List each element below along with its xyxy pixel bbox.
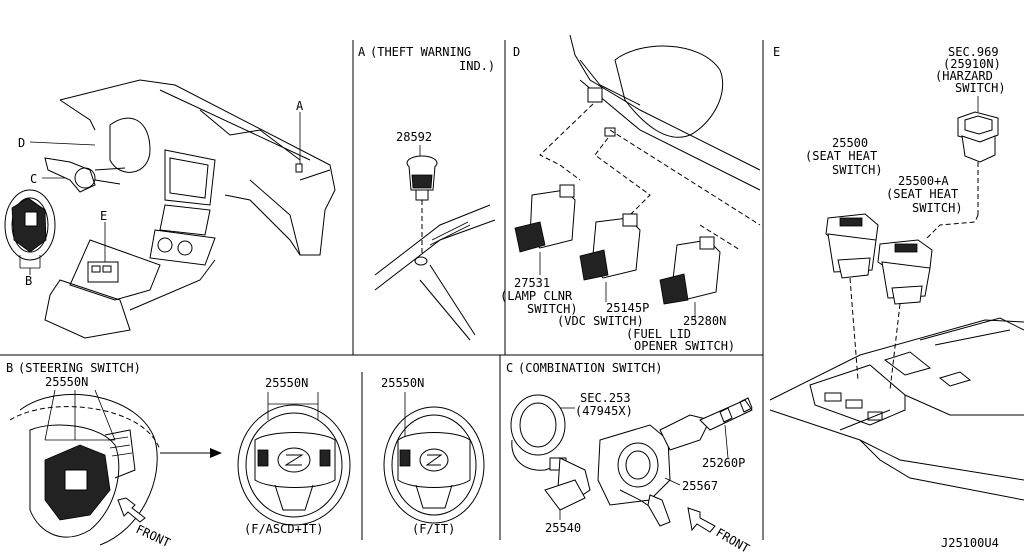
callout-a: A <box>296 99 304 113</box>
lamp-cleaner-switch-desc-2: SWITCH) <box>527 302 578 316</box>
steering-front-label: FRONT <box>134 522 173 550</box>
variant-ascd-label: (F/ASCD+IT) <box>244 522 323 536</box>
panel-a-part: 28592 <box>396 130 432 144</box>
seat-heat-switch-desc: (SEAT HEAT <box>805 149 877 163</box>
panel-a-letter: A <box>358 45 366 59</box>
panel-borders <box>0 40 764 540</box>
seat-heat-switch-a-desc: (SEAT HEAT <box>886 187 958 201</box>
fuel-lid-switch-part: 25280N <box>683 314 726 328</box>
steering-wheel-ascd-drawing <box>237 392 351 526</box>
fuel-lid-switch-desc-2: OPENER SWITCH) <box>634 339 735 353</box>
steering-switch-part: 25550N <box>45 375 88 389</box>
steering-wheel-detail-drawing <box>9 389 222 546</box>
callout-b: B <box>25 274 32 288</box>
theft-warning-indicator-drawing <box>374 145 496 341</box>
wiper-switch-part: 25260P <box>702 456 745 470</box>
console-switches-drawing <box>769 96 1024 501</box>
fuel-lid-switch-desc: (FUEL LID <box>626 327 691 341</box>
combination-front-label: FRONT <box>714 525 752 555</box>
dashboard-overview <box>4 79 336 339</box>
seat-heat-switch-a-part: 25500+A <box>898 174 949 188</box>
variant-it-label: (F/IT) <box>412 522 455 536</box>
lamp-cleaner-switch-desc: (LAMP CLNR <box>500 289 573 303</box>
seat-heat-switch-desc-2: SWITCH) <box>832 163 883 177</box>
panel-e-letter: E <box>773 45 780 59</box>
panel-c-title: (COMBINATION SWITCH) <box>518 361 663 375</box>
hazard-switch-desc: (HARZARD <box>935 69 993 83</box>
spiral-cable-ref: (47945X) <box>575 404 633 418</box>
seat-heat-switch-part: 25500 <box>832 136 868 150</box>
vdc-switch-part: 25145P <box>606 301 649 315</box>
diagram-code: J25100U4 <box>941 536 999 550</box>
lamp-cleaner-switch-part: 27531 <box>514 276 550 290</box>
spiral-cable-sec: SEC.253 <box>580 391 631 405</box>
callout-e: E <box>100 209 107 223</box>
lighting-switch-part: 25540 <box>545 521 581 535</box>
hazard-switch-desc-2: SWITCH) <box>955 81 1006 95</box>
panel-a-title: (THEFT WARNING <box>370 45 471 59</box>
seat-heat-switch-a-desc-2: SWITCH) <box>912 201 963 215</box>
panel-d-letter: D <box>513 45 520 59</box>
variant-ascd-part: 25550N <box>265 376 308 390</box>
panel-c-letter: C <box>506 361 513 375</box>
hazard-switch-sec: SEC.969 <box>948 45 999 59</box>
panel-b-letter: B <box>6 361 13 375</box>
callout-d: D <box>18 136 25 150</box>
instrument-panel-switches-drawing <box>514 34 761 320</box>
panel-b-title: (STEERING SWITCH) <box>18 361 141 375</box>
callout-c: C <box>30 172 37 186</box>
panel-a-title-2: IND.) <box>459 59 495 73</box>
hazard-switch-ref: (25910N) <box>943 57 1001 71</box>
switch-body-part: 25567 <box>682 479 718 493</box>
combination-switch-drawing <box>510 394 753 533</box>
vdc-switch-desc: (VDC SWITCH) <box>557 314 644 328</box>
steering-wheel-it-drawing <box>383 392 485 524</box>
variant-it-part: 25550N <box>381 376 424 390</box>
